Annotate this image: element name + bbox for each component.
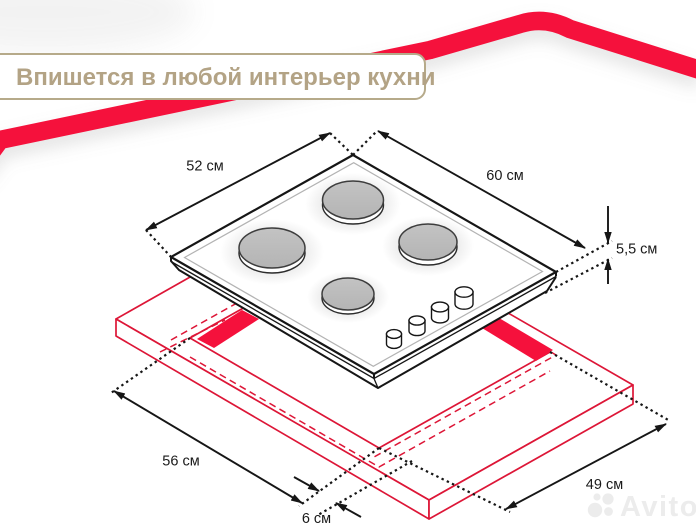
svg-text:49 см: 49 см (586, 477, 623, 493)
svg-text:6 см: 6 см (302, 511, 331, 527)
svg-text:56 см: 56 см (162, 454, 199, 470)
svg-text:Впишется в любой интерьер кухн: Впишется в любой интерьер кухни (16, 64, 436, 91)
svg-text:Avito: Avito (620, 491, 696, 523)
svg-text:52 см: 52 см (186, 159, 223, 175)
svg-text:5,5 см: 5,5 см (616, 242, 657, 258)
svg-text:60 см: 60 см (486, 168, 523, 184)
